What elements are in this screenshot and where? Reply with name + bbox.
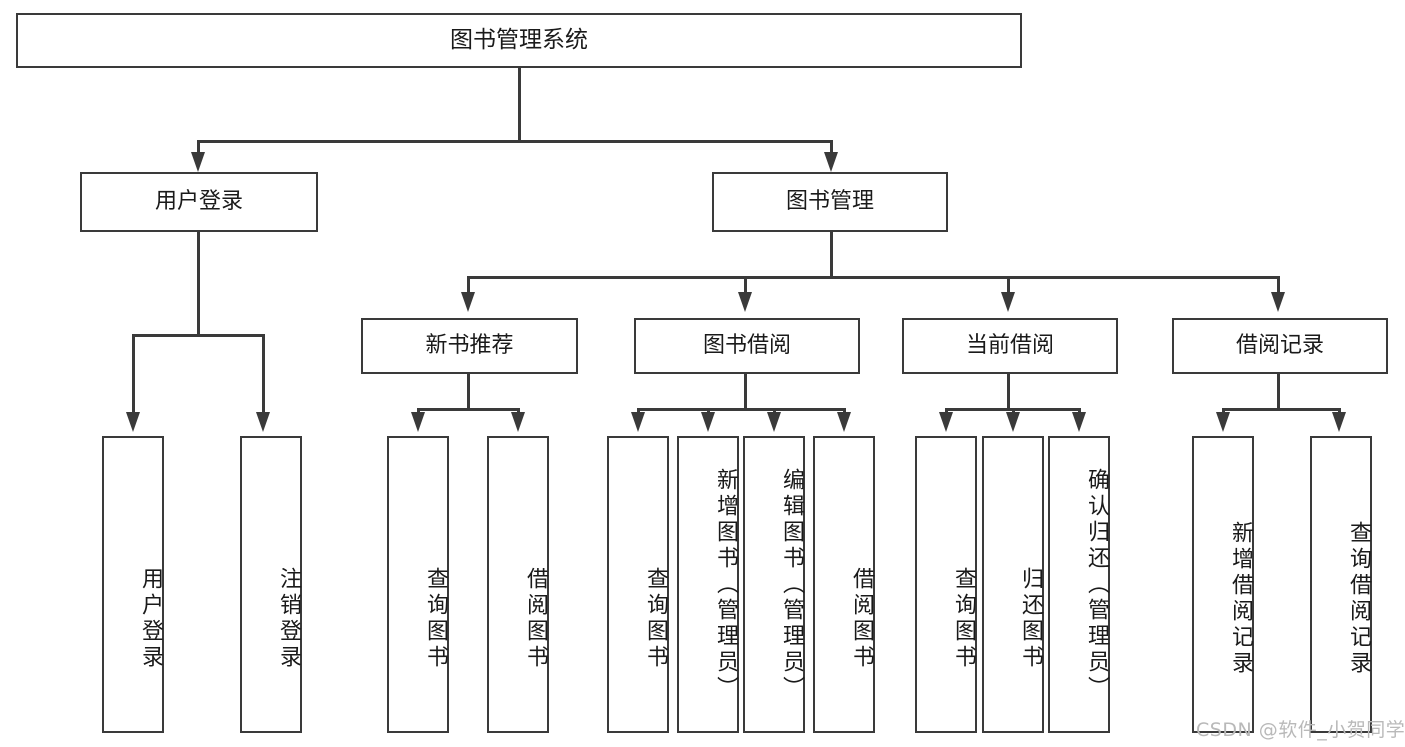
node-user-login-label: 用户登录 [154,188,243,214]
node-leaf-user-login[interactable]: 用户登录 [102,436,164,733]
connector-newbook-bus [417,408,520,411]
node-leaf-user-login-label: 用户登录 [138,566,163,671]
arrow-to-borrow-record [1271,292,1285,312]
connector-userlogin-stem [197,232,200,336]
node-root-title[interactable]: 图书管理系统 [16,13,1022,68]
node-leaf-query-book-1-label: 查询图书 [423,566,448,671]
connector-newbook-stem [467,374,470,410]
connector-root-drop-right [830,140,833,156]
connector-bookmgmt-stem [830,232,833,278]
node-new-book-recommend[interactable]: 新书推荐 [361,318,578,374]
node-book-borrow[interactable]: 图书借阅 [634,318,860,374]
node-leaf-query-book-3[interactable]: 查询图书 [915,436,977,733]
node-leaf-return-book[interactable]: 归还图书 [982,436,1044,733]
node-leaf-confirm-return-label: 确认归还（管理员） [1084,467,1109,702]
connector-currentborrow-drop-1 [945,408,948,414]
node-current-borrow-label: 当前借阅 [965,332,1054,358]
node-root-title-label: 图书管理系统 [450,26,588,53]
connector-bookmgmt-drop-1 [467,276,470,294]
node-leaf-borrow-book-1-label: 借阅图书 [523,566,548,671]
node-leaf-borrow-book-2[interactable]: 借阅图书 [813,436,875,733]
arrow-to-book-management [824,152,838,172]
connector-bookmgmt-bus [467,276,1280,279]
csdn-watermark: CSDN @软件_小贺同学 [1196,719,1405,741]
node-user-login[interactable]: 用户登录 [80,172,318,232]
node-borrow-record[interactable]: 借阅记录 [1172,318,1388,374]
arrow-to-leaf-borrow-book-2 [837,412,851,432]
connector-borrowrecord-bus [1222,408,1341,411]
node-leaf-query-record-label: 查询借阅记录 [1346,520,1371,677]
connector-currentborrow-drop-2 [1012,408,1015,414]
arrow-to-leaf-query-book-1 [411,412,425,432]
node-leaf-query-book-3-label: 查询图书 [951,566,976,671]
node-leaf-logout-login-label: 注销登录 [276,566,301,671]
connector-bookborrow-drop-3 [773,408,776,414]
connector-bookborrow-stem [744,374,747,410]
node-leaf-query-record[interactable]: 查询借阅记录 [1310,436,1372,733]
connector-currentborrow-drop-3 [1078,408,1081,414]
arrow-to-leaf-query-book-3 [939,412,953,432]
node-leaf-query-book-2-label: 查询图书 [643,566,668,671]
connector-bookborrow-drop-1 [637,408,640,414]
connector-bookmgmt-drop-3 [1007,276,1010,294]
arrow-to-book-borrow [738,292,752,312]
arrow-to-leaf-add-book [701,412,715,432]
node-leaf-confirm-return[interactable]: 确认归还（管理员） [1048,436,1110,733]
connector-root-stem [518,68,521,142]
node-leaf-borrow-book-1[interactable]: 借阅图书 [487,436,549,733]
arrow-to-leaf-edit-book [767,412,781,432]
node-leaf-add-book[interactable]: 新增图书（管理员） [677,436,739,733]
connector-newbook-drop-1 [417,408,420,414]
node-leaf-add-record[interactable]: 新增借阅记录 [1192,436,1254,733]
node-leaf-add-book-label: 新增图书（管理员） [713,467,738,702]
connector-bookborrow-drop-4 [843,408,846,414]
connector-borrowrecord-stem [1277,374,1280,410]
connector-root-drop-left [197,140,200,156]
node-leaf-return-book-label: 归还图书 [1018,566,1043,671]
connector-userlogin-drop-1 [132,334,135,414]
node-leaf-edit-book-label: 编辑图书（管理员） [779,467,804,702]
arrow-to-leaf-logout-login [256,412,270,432]
node-leaf-query-book-2[interactable]: 查询图书 [607,436,669,733]
connector-currentborrow-stem [1007,374,1010,410]
node-leaf-add-record-label: 新增借阅记录 [1228,520,1253,677]
arrow-to-leaf-confirm-return [1072,412,1086,432]
connector-userlogin-bus [132,334,265,337]
connector-borrowrecord-drop-2 [1338,408,1341,414]
node-current-borrow[interactable]: 当前借阅 [902,318,1118,374]
arrow-to-current-borrow [1001,292,1015,312]
node-leaf-edit-book[interactable]: 编辑图书（管理员） [743,436,805,733]
node-book-management-label: 图书管理 [785,188,874,214]
connector-newbook-drop-2 [517,408,520,414]
arrow-to-user-login [191,152,205,172]
node-leaf-query-book-1[interactable]: 查询图书 [387,436,449,733]
connector-root-bus [197,140,833,143]
connector-borrowrecord-drop-1 [1222,408,1225,414]
node-book-management[interactable]: 图书管理 [712,172,948,232]
node-leaf-borrow-book-2-label: 借阅图书 [849,566,874,671]
node-leaf-logout-login[interactable]: 注销登录 [240,436,302,733]
node-book-borrow-label: 图书借阅 [702,332,791,358]
connector-userlogin-drop-2 [262,334,265,414]
node-new-book-recommend-label: 新书推荐 [425,332,514,358]
connector-bookborrow-drop-2 [707,408,710,414]
connector-bookmgmt-drop-4 [1277,276,1280,294]
arrow-to-leaf-add-record [1216,412,1230,432]
arrow-to-leaf-user-login [126,412,140,432]
connector-bookmgmt-drop-2 [744,276,747,294]
arrow-to-new-book-recommend [461,292,475,312]
node-borrow-record-label: 借阅记录 [1235,332,1324,358]
arrow-to-leaf-query-book-2 [631,412,645,432]
arrow-to-leaf-borrow-book-1 [511,412,525,432]
connector-bookborrow-bus [637,408,846,411]
arrow-to-leaf-return-book [1006,412,1020,432]
arrow-to-leaf-query-record [1332,412,1346,432]
